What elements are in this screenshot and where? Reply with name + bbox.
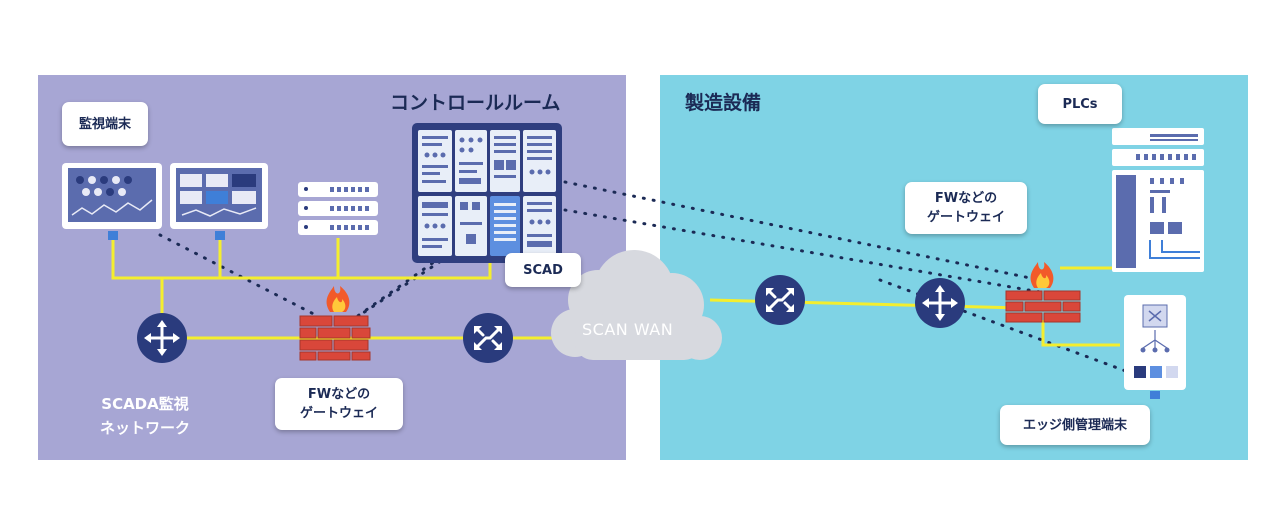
scada-network-label: SCADA監視 ネットワーク [100,392,190,440]
dotted-path-wan-fw-1 [563,180,1042,282]
wan-router-icon [755,275,805,325]
scad-callout: SCAD [505,253,581,287]
control-panel-icon [412,123,562,263]
edge-terminal-label: エッジ側管理端末 [1022,417,1127,433]
fw-gateway-left-line1: FWなどの [307,387,371,402]
router-icon [137,313,187,363]
dotted-path-wan-fw-2 [563,208,1042,294]
fw-gateway-right-callout: FWなどの ゲートウェイ [905,182,1027,234]
edge-terminal-callout: エッジ側管理端末 [1000,405,1150,445]
monitor-icon [170,163,268,240]
fw-gateway-right-line1: FWなどの [934,191,998,206]
wan-router-icon [463,313,513,363]
monitor-terminal-label: 監視端末 [78,116,131,132]
plcs-callout: PLCs [1038,84,1122,124]
control-room-title: コントロールルーム [390,92,561,114]
monitor-terminal-callout: 監視端末 [62,102,148,146]
dotted-path-monitor-fw [158,233,337,327]
dotted-path-edge [878,278,1152,382]
firewall-icon [1005,262,1081,323]
plcs-label: PLCs [1062,96,1098,112]
manufacturing-title: 製造設備 [685,92,762,114]
server-icon [298,182,378,235]
monitor-icon [62,163,162,240]
scada-network-label-line2: ネットワーク [100,419,191,437]
link-fw-edge [1041,320,1120,347]
router-icon [915,278,965,328]
scad-label: SCAD [523,262,563,278]
plc-rack-icon [1112,128,1204,272]
link-bus [111,240,492,280]
scada-network-label-line1: SCADA監視 [101,395,189,413]
fw-gateway-right-line2: ゲートウェイ [926,210,1005,225]
cloud-label: SCAN WAN [582,320,674,339]
cloud-icon [551,250,722,360]
edge-terminal-icon [1124,295,1186,399]
fw-gateway-left-line2: ゲートウェイ [299,406,378,421]
firewall-icon [299,286,371,361]
fw-gateway-left-callout: FWなどの ゲートウェイ [275,378,403,430]
